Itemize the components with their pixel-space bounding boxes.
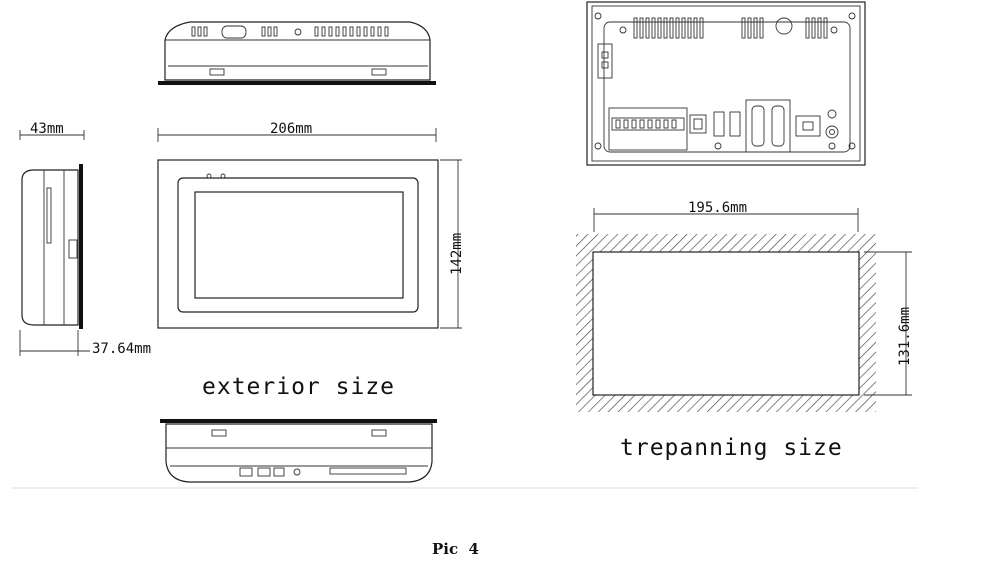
- front-view: 206mm 142mm: [157, 121, 465, 329]
- dim-cutout-width-label: 195.6mm: [688, 200, 747, 216]
- dim-height-label: 142mm: [449, 233, 465, 275]
- bottom-view: [160, 419, 437, 483]
- rear-vent-slots: [633, 17, 828, 39]
- side-view: 43mm 37.64mm: [19, 121, 151, 357]
- dim-cutout-height-label: 131.6mm: [897, 307, 913, 366]
- dim-panel-depth-label: 37.64mm: [92, 341, 151, 357]
- caption-exterior-size: exterior size: [202, 374, 395, 400]
- caption-trepanning-size: trepanning size: [620, 435, 843, 461]
- hatched-panel: [576, 234, 876, 412]
- rear-view: [586, 1, 866, 166]
- top-view: [158, 21, 436, 85]
- figure-caption: Pic 4: [432, 540, 479, 558]
- dim-width-label: 206mm: [270, 121, 312, 137]
- dim-depth-label: 43mm: [30, 121, 64, 137]
- top-vent-slots: [191, 26, 389, 37]
- cutout-view: 195.6mm 131.6mm: [576, 200, 913, 412]
